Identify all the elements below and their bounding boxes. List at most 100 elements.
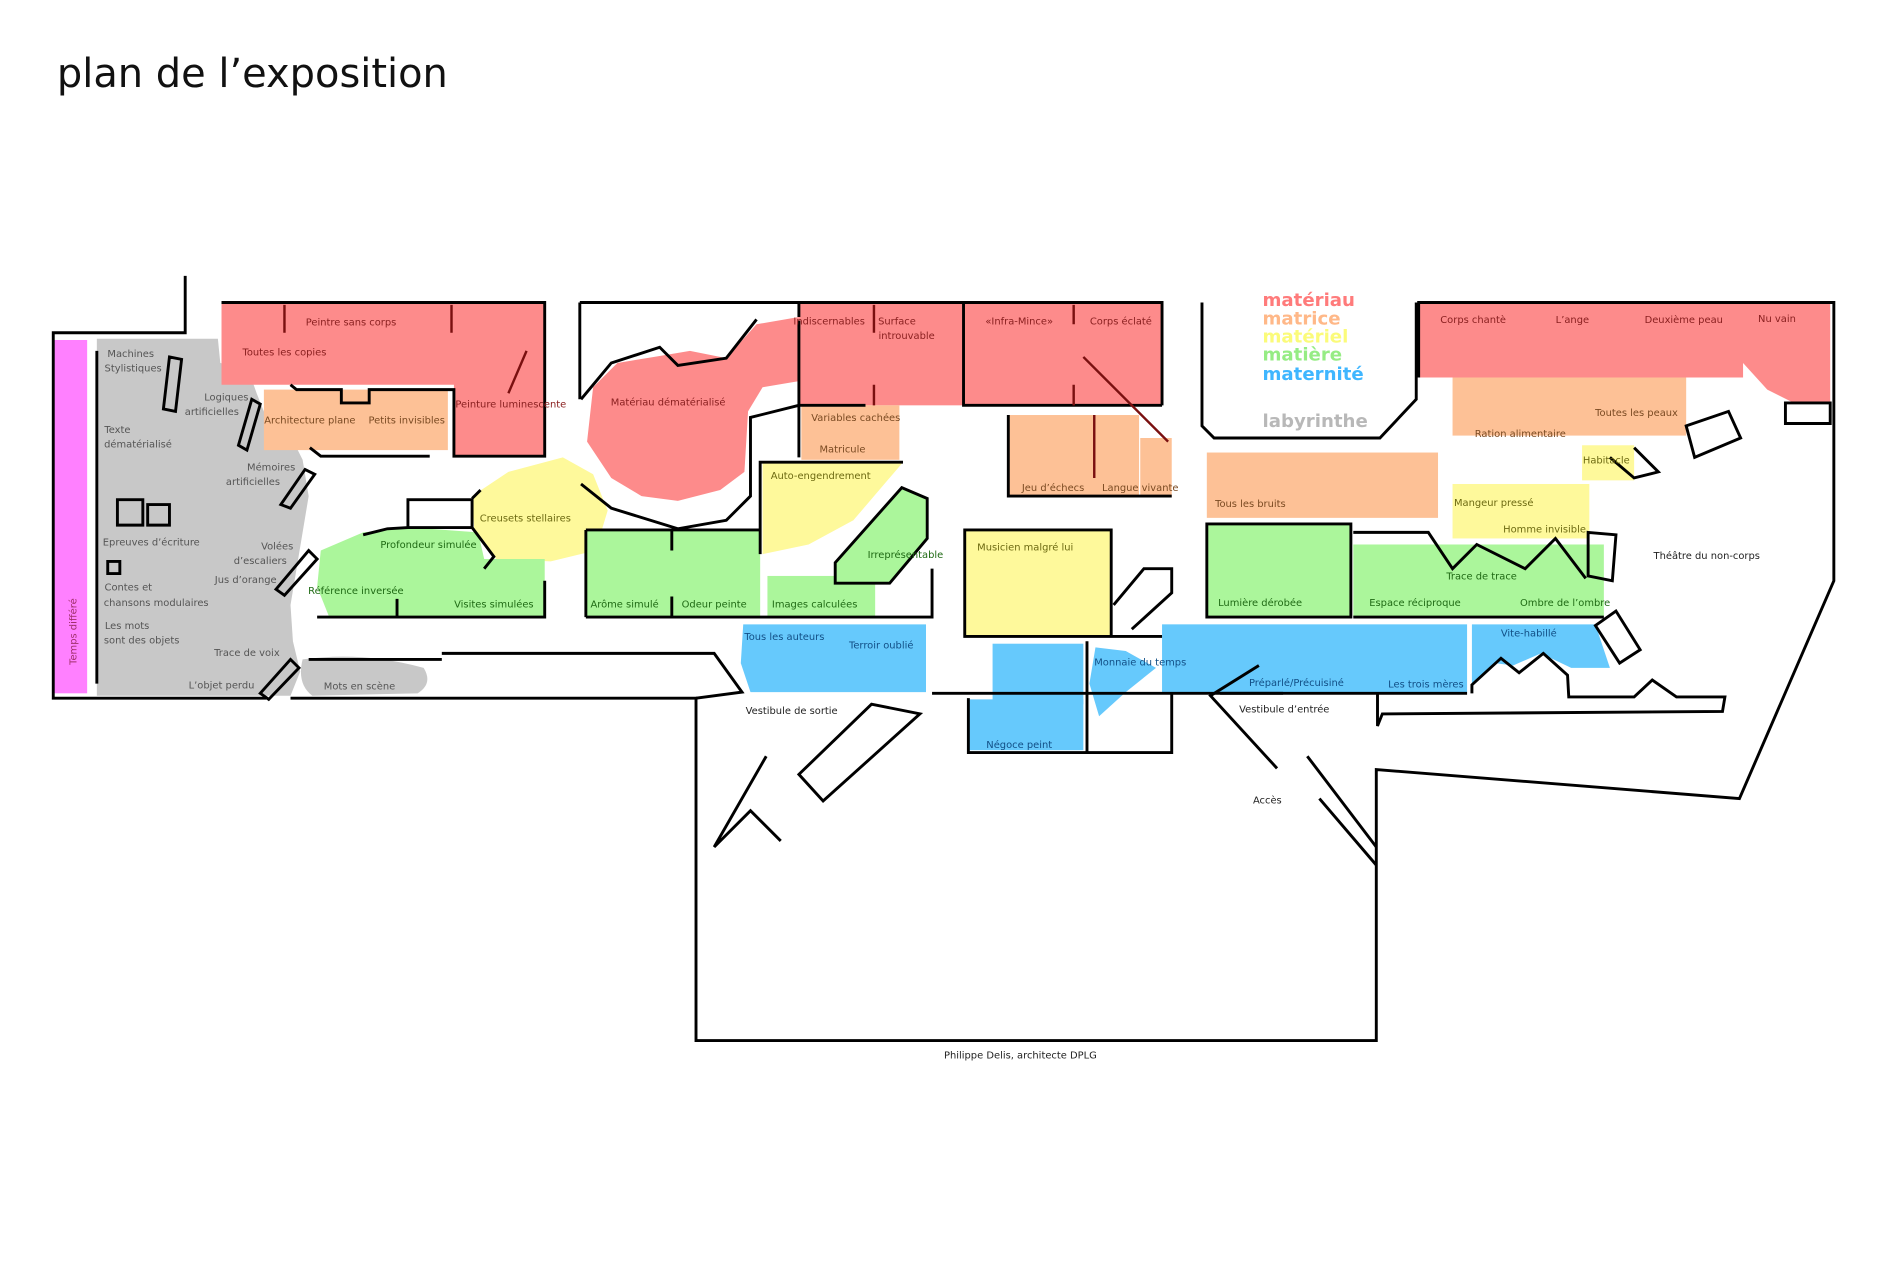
room-label: Monnaie du temps <box>1094 657 1186 668</box>
labyrinth-label: sont des objets <box>104 636 179 647</box>
room-label: Variables cachées <box>811 412 900 424</box>
room-label: Habitacle <box>1583 455 1630 466</box>
entry-hall-label: Vestibule d’entrée <box>1239 704 1329 716</box>
room-label: Matériau dématérialisé <box>611 396 726 408</box>
zone-materiel-musicien <box>964 529 1112 637</box>
room-label: Les trois mères <box>1388 678 1463 690</box>
zone-temps-differe <box>53 340 88 694</box>
room-label: Creusets stellaires <box>480 513 571 524</box>
labyrinth-label: d’escaliers <box>234 556 287 567</box>
room-label: Référence inversée <box>308 585 403 597</box>
zone-materiau-dematerialise <box>587 317 799 501</box>
labyrinth-label: artificielles <box>185 407 239 418</box>
zone-materiel-auto <box>762 462 904 555</box>
labyrinth-label: Les mots <box>105 621 150 632</box>
labyrinth-label: Logiques <box>204 393 248 404</box>
labyrinth-label: Jus d’orange <box>214 575 277 586</box>
zone-matiere-irrepresentable <box>835 487 928 584</box>
zone-materiel-habitacle <box>1582 445 1635 481</box>
zone-materiau-left <box>221 302 545 457</box>
legend-maternite: maternité <box>1263 364 1364 385</box>
room-label: Deuxième peau <box>1645 314 1723 326</box>
room-label: Nu vain <box>1758 314 1796 325</box>
zone-materiau-right <box>1418 302 1831 402</box>
room-label: Tous les bruits <box>1214 499 1286 510</box>
labyrinth-label: Stylistiques <box>105 363 162 374</box>
labyrinth-label: artificielles <box>226 477 280 488</box>
room-label: Petits invisibles <box>369 415 445 426</box>
legend: matériau matrice matériel matière matern… <box>1263 290 1368 432</box>
room-label: Préparlé/Précuisiné <box>1249 677 1344 689</box>
zone-matrice-echecs <box>1008 415 1140 498</box>
room-label: Irreprésentable <box>868 549 944 561</box>
labyrinth-label: Texte <box>103 425 130 436</box>
room-label: Trace de trace <box>1445 572 1517 583</box>
access-label: Accès <box>1253 794 1282 806</box>
legend-matrice: matrice <box>1263 308 1341 329</box>
labyrinth-labels: Machines Stylistiques Logiques artificie… <box>67 349 395 693</box>
room-label: Mangeur pressé <box>1454 497 1533 509</box>
room-label: Jeu d’échecs <box>1021 482 1084 494</box>
zone-labyrinthe <box>96 338 309 696</box>
page-title: plan de l’exposition <box>57 51 448 97</box>
exit-hall-label: Vestibule de sortie <box>746 706 838 717</box>
zone-maternite-negoce <box>968 699 1084 751</box>
legend-matiere: matière <box>1263 345 1343 366</box>
room-label: «Infra-Mince» <box>985 316 1053 327</box>
labyrinth-label: chansons modulaires <box>104 598 209 609</box>
labyrinth-label: L’objet perdu <box>189 680 255 691</box>
walls <box>51 275 1836 1043</box>
room-label: Tous les auteurs <box>743 632 824 643</box>
room-label: Ration alimentaire <box>1475 429 1566 440</box>
labyrinth-label: Trace de voix <box>213 648 280 659</box>
room-label: Auto-engendrement <box>771 471 871 482</box>
zone-matiere-profondeur <box>317 527 545 618</box>
room-label: Lumière dérobée <box>1218 597 1302 609</box>
zone-maternite-monnaie <box>1089 647 1156 717</box>
room-label: Peinture luminescente <box>455 400 566 411</box>
legend-materiau: matériau <box>1263 290 1355 311</box>
zone-matrice-variables <box>801 405 900 460</box>
room-label: Vite-habillé <box>1501 627 1557 639</box>
room-label: Toutes les copies <box>241 348 326 359</box>
labyrinth-label: Mémoires <box>247 462 295 474</box>
room-label: Indiscernables <box>793 316 865 327</box>
room-label: Arôme simulé <box>590 598 658 610</box>
room-label: Homme invisible <box>1503 524 1586 535</box>
room-label: Corps chantè <box>1440 314 1506 326</box>
zone-maternite-negoce-top <box>992 643 1084 705</box>
room-label: Matricule <box>820 445 866 456</box>
zone-maternite-preparle <box>1162 624 1468 693</box>
room-label: Toutes les peaux <box>1594 408 1678 419</box>
room-label: Langue vivante <box>1102 483 1178 494</box>
room-label: Odeur peinte <box>682 599 747 610</box>
room-label: Architecture plane <box>264 415 355 426</box>
zone-matrice-ration <box>1452 377 1687 436</box>
room-label: L’ange <box>1556 315 1589 326</box>
zone-matiere-espace <box>1353 544 1604 618</box>
labyrinth-label: Mots en scène <box>324 681 395 693</box>
architect-credit: Philippe Delis, architecte DPLG <box>944 1051 1097 1062</box>
room-label: Images calculées <box>772 598 857 610</box>
room-label: Espace réciproque <box>1369 597 1461 609</box>
room-label: Terroir oublié <box>848 640 913 652</box>
zone-materiau-center <box>798 302 1163 406</box>
labyrinth-label: Contes et <box>105 582 153 593</box>
zone-materiel-creusets <box>472 457 608 562</box>
zone-matrice-langue <box>1140 438 1172 498</box>
room-label: Corps éclaté <box>1090 315 1152 327</box>
temps-differe-label: Temps différé <box>67 598 79 666</box>
room-label: Ombre de l’ombre <box>1520 598 1610 609</box>
zone-materiel-mangeur <box>1452 483 1590 539</box>
zone-maternite-auteurs <box>740 624 927 693</box>
labyrinth-label: Epreuves d’écriture <box>103 537 200 549</box>
room-label: Profondeur simulée <box>380 539 476 551</box>
legend-materiel: matériel <box>1263 326 1349 347</box>
theatre-label: Théâtre du non-corps <box>1653 550 1760 562</box>
legend-labyrinthe: labyrinthe <box>1263 411 1368 432</box>
zone-matrice-bruits <box>1206 452 1439 518</box>
labyrinth-label: Volées <box>261 540 293 552</box>
zone-fills <box>53 302 1831 751</box>
labyrinth-label: Machines <box>107 349 154 360</box>
